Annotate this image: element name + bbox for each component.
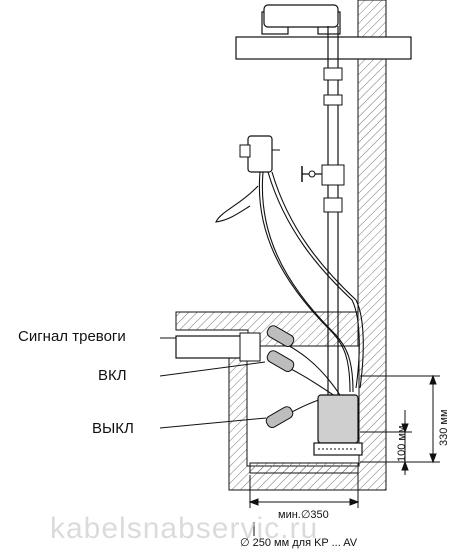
label-on: ВКЛ: [98, 367, 127, 384]
label-pump-diameter: ∅ 250 мм для KP ... AV: [240, 537, 358, 549]
label-alarm: Сигнал тревоги: [18, 328, 126, 345]
pump: [313, 394, 363, 456]
dimension-100: [360, 410, 412, 475]
float-switches: [265, 325, 295, 428]
label-min-diameter: мин.∅350: [278, 509, 329, 521]
control-box: [239, 135, 280, 173]
valve: [301, 166, 322, 182]
riser-pipe: [321, 26, 345, 398]
label-dim-330: 330 мм: [438, 409, 450, 446]
alarm-pipe: [175, 332, 261, 362]
dimension-330: [360, 374, 440, 464]
right-wall: [357, 0, 387, 491]
dimension-width: [248, 475, 360, 536]
label-dim-100: 100 мм: [396, 425, 408, 462]
discharge-pipe-horizontal: [235, 4, 412, 60]
leader-lines: [159, 337, 267, 429]
label-off: ВЫКЛ: [92, 420, 134, 437]
watermark: kabelsnabservic.ru: [50, 512, 319, 545]
